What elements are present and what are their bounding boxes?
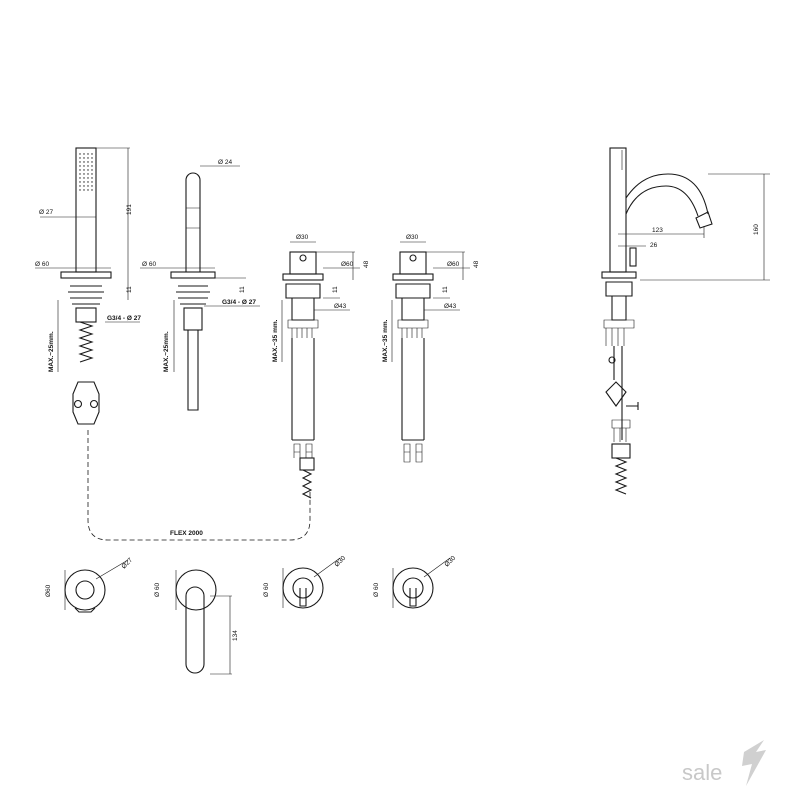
dim-spout-base-11: 11 <box>239 286 246 293</box>
valve-1-outlet-spring <box>301 469 313 499</box>
spout-base-plate <box>170 271 216 279</box>
dim-spout-base-60: Ø 60 <box>142 261 156 268</box>
valve-2-body <box>395 283 431 321</box>
dim-top-valve-1-60: Ø 60 <box>263 583 270 597</box>
dim-top-handshower-27: Ø27 <box>120 557 134 571</box>
dim-top-valve-2-30: Ø30 <box>443 555 457 569</box>
dim-flex-2000: FLEX 2000 <box>170 530 203 537</box>
hand-shower-thread <box>75 307 97 323</box>
top-spout-outline <box>185 586 205 674</box>
dim-top-valve-2-60: Ø 60 <box>373 583 380 597</box>
dim-valve-2-max-35: MAX.~35 mm. <box>382 319 389 362</box>
dim-valve-1-max-35: MAX.~35 mm. <box>272 319 279 362</box>
sale-watermark-logo: sale <box>682 740 766 786</box>
dim-valve-1-base-60: Ø60 <box>341 261 354 268</box>
valve-2-base-plate <box>392 273 434 281</box>
dim-mixer-offset-26: 26 <box>650 242 658 249</box>
spout-mixer-side-view <box>601 147 770 495</box>
mixer-base-plate <box>601 271 637 279</box>
dim-spout-diameter-24: Ø 24 <box>218 159 232 166</box>
dim-spout-thread: G3/4 - Ø 27 <box>222 299 256 306</box>
valve-1-supply-pipes <box>291 338 315 441</box>
dim-top-valve-1-30: Ø30 <box>333 555 347 569</box>
dim-spout-max-25: MAX.~25mm. <box>163 331 170 372</box>
dim-valve-2-diameter-43: Ø43 <box>444 303 457 310</box>
dim-valve-2-11: 11 <box>442 286 449 293</box>
mixer-spout-arc-inner <box>625 185 699 217</box>
dim-valve-1-11: 11 <box>332 286 339 293</box>
flex-hose-path <box>87 430 311 541</box>
mixer-outlet-spring <box>614 457 628 495</box>
hand-shower-nut <box>68 285 104 305</box>
watermark-text: sale <box>682 760 722 785</box>
dim-top-spout-134: 134 <box>232 630 239 641</box>
spout-tail-pipe <box>187 330 199 411</box>
top-view-hand-shower <box>64 559 129 613</box>
mixer-outlet <box>611 443 631 459</box>
dim-valve-2-base-60: Ø60 <box>447 261 460 268</box>
spout-side-view <box>140 165 260 411</box>
hand-shower-nozzles <box>79 153 93 191</box>
dim-valve-1-diameter-30: Ø30 <box>296 234 309 241</box>
hand-shower-side-view <box>35 147 140 425</box>
hand-shower-body <box>75 147 97 273</box>
dim-handshower-max-25: MAX.~25mm. <box>48 331 55 372</box>
valve-1-base-plate <box>282 273 324 281</box>
spout-nut <box>176 285 210 305</box>
mixer-supply-pipes <box>613 346 623 440</box>
valve-2-side-view <box>391 241 470 463</box>
valve-1-outlet <box>299 457 315 471</box>
watermark-seven-mark <box>742 740 766 786</box>
hand-shower-hose-spring <box>78 321 94 363</box>
dim-handshower-base-11: 11 <box>126 286 133 293</box>
dim-valve-2-diameter-30: Ø30 <box>406 234 419 241</box>
dim-mixer-height-160: 160 <box>753 224 760 235</box>
valve-1-side-view <box>281 241 360 499</box>
dim-valve-1-height-48: 48 <box>363 260 370 268</box>
valve-1-body <box>285 283 321 321</box>
hand-shower-hose-connector <box>72 381 100 425</box>
top-view-valve-1 <box>282 557 341 609</box>
dim-top-spout-60: Ø 60 <box>154 583 161 597</box>
spout-body <box>185 172 201 272</box>
dim-handshower-base-60: Ø 60 <box>35 261 49 268</box>
mixer-lever <box>629 247 637 267</box>
dim-handshower-thread: G3/4 - Ø 27 <box>107 315 141 322</box>
mixer-column <box>609 147 627 273</box>
dim-valve-1-diameter-43: Ø43 <box>334 303 347 310</box>
mixer-body <box>605 281 633 321</box>
mixer-spout-outlet <box>695 211 713 229</box>
top-view-valve-2 <box>392 557 451 609</box>
mixer-diverter <box>605 381 627 407</box>
dim-handshower-height-191: 191 <box>126 204 133 215</box>
dim-handshower-diameter-27: Ø 27 <box>39 209 53 216</box>
hand-shower-base-plate <box>60 271 112 279</box>
mixer-spout-arc-outer <box>625 173 709 215</box>
dim-valve-2-height-48: 48 <box>473 260 480 268</box>
connector-screw-right <box>89 399 99 409</box>
valve-2-supply-pipes <box>401 338 425 441</box>
dim-mixer-reach-123: 123 <box>652 227 663 234</box>
top-view-spout <box>175 569 232 675</box>
dim-top-handshower-60: Ø60 <box>45 584 52 597</box>
spout-thread <box>183 307 203 331</box>
connector-screw-left <box>73 399 83 409</box>
